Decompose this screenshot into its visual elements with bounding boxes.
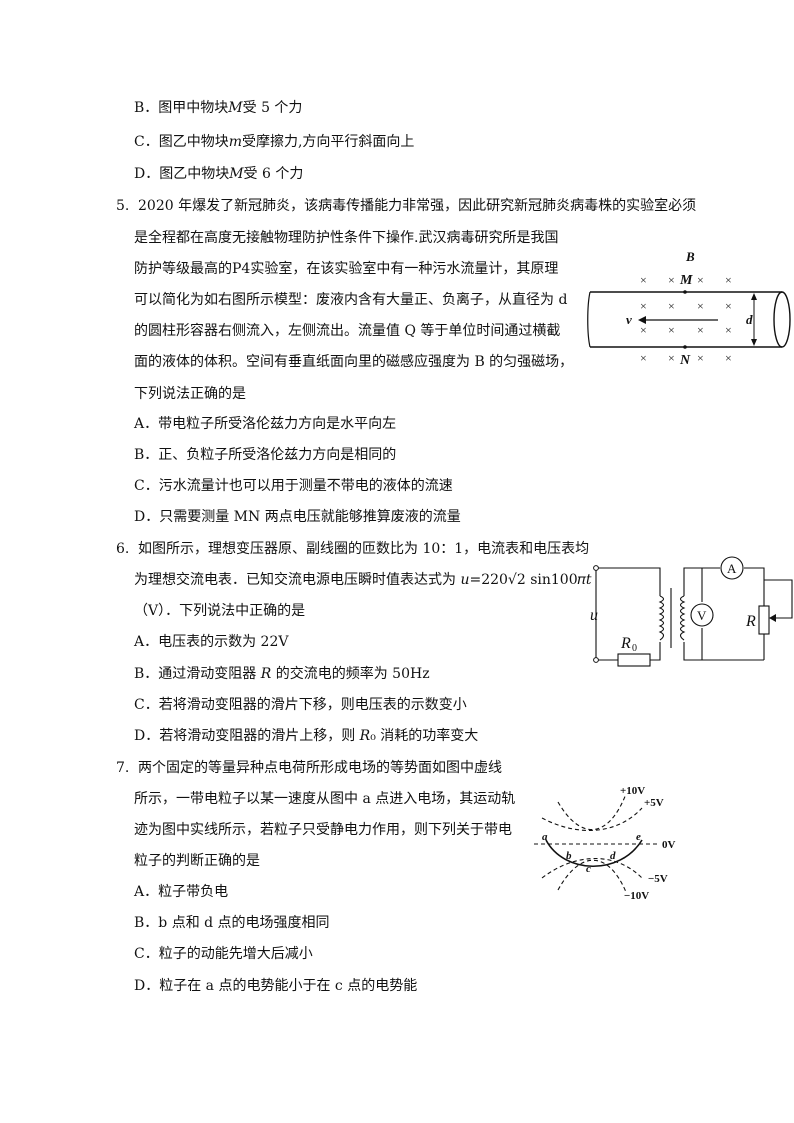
q7-point-a: a (542, 831, 548, 843)
q6-resistor-r0 (617, 653, 651, 667)
cross-mark: × (668, 351, 675, 365)
q6-transformer-circuit: u R 0 A V R (590, 556, 793, 667)
q5-pipe-left-end (587, 291, 591, 348)
q5-stem-line-3: 防护等级最高的P4实验室，在该实验室中有一种污水流量计，其原理 (134, 261, 559, 277)
q5-option-c: C．污水流量计也可以用于测量不带电的液体的流速 (134, 478, 453, 494)
q7-equipotential-minus5 (541, 858, 643, 879)
q5-field-crosses: × × × × × × × × × × × × × × × × (640, 273, 732, 365)
q6-voltmeter-label: V (697, 608, 707, 623)
q5-stem-line-1: 2020 年爆发了新冠肺炎，该病毒传播能力非常强，因此研究新冠肺炎病毒株的实验室… (138, 198, 697, 214)
q6-primary-coil (658, 595, 665, 641)
q7-label-minus10: −10V (624, 890, 649, 902)
cross-mark: × (697, 323, 704, 337)
cross-mark: × (697, 273, 704, 287)
q6-stem-line-2: 为理想交流电表．已知交流电源电压瞬时值表达式为 𝑢=220√2 sin100𝜋𝑡 (134, 572, 592, 588)
q6-stem-line-1: 如图所示，理想变压器原、副线圈的匝数比为 10：1，电流表和电压表均 (138, 541, 590, 557)
q5-pipe-walls (590, 291, 782, 348)
cross-mark: × (697, 299, 704, 313)
q7-point-e: e (636, 831, 641, 843)
q7-equipotential-figure: +10V +5V 0V −5V −10V a b c d e (534, 785, 676, 902)
cross-mark: × (640, 351, 647, 365)
q4-option-c: C．图乙中物块𝑚受摩擦力,方向平行斜面向上 (134, 134, 415, 150)
q7-particle-trajectory (545, 839, 643, 868)
q5-stem-line-4: 可以简化为如右图所示模型：废液内含有大量正、负离子，从直径为 d (134, 292, 568, 308)
cross-mark: × (668, 273, 675, 287)
q6-label-r0: R (620, 635, 631, 652)
q5-label-m: M (679, 273, 693, 288)
q5-velocity-arrowhead (638, 316, 646, 324)
q7-option-d: D．粒子在 a 点的电势能小于在 c 点的电势能 (134, 978, 418, 994)
q7-option-c: C．粒子的动能先增大后减小 (134, 946, 313, 962)
cross-mark: × (725, 299, 732, 313)
cross-mark: × (668, 299, 675, 313)
q7-stem-line-1: 两个固定的等量异种点电荷所形成电场的等势面如图中虚线 (138, 760, 502, 776)
q5-stem-line-2: 是全程都在高度无接触物理防护性条件下操作.武汉病毒研究所是我国 (134, 230, 559, 246)
q7-option-b: B．b 点和 d 点的电场强度相同 (134, 915, 330, 931)
q6-primary-right-bottom-wire (650, 642, 661, 661)
q7-point-d: d (610, 850, 616, 862)
q6-slider-arrow (769, 614, 776, 622)
q6-rheostat (758, 605, 770, 635)
q5-label-b: B (685, 249, 695, 264)
q7-equipotential-plus5 (541, 807, 643, 831)
q6-secondary-coil (679, 595, 686, 641)
q7-stem-line-3: 迹为图中实线所示，若粒子只受静电力作用，则下列关于带电 (134, 822, 512, 838)
cross-mark: × (725, 323, 732, 337)
q6-stem-line-3: （V）．下列说法中正确的是 (134, 603, 306, 619)
q6-secondary-bottom-wire (683, 642, 764, 661)
q5-diameter-arrow-down (751, 339, 757, 346)
q6-terminal-top (593, 565, 599, 571)
q6-slider-wire (764, 579, 793, 619)
q5-option-a: A．带电粒子所受洛伦兹力方向是水平向左 (134, 416, 397, 432)
q5-stem-line-7: 下列说法正确的是 (134, 386, 246, 402)
q5-label-v: v (626, 312, 632, 327)
q6-terminal-bottom (593, 657, 599, 663)
q4-option-d: D．图乙中物块𝑀受 6 个力 (134, 166, 304, 182)
q6-option-b: B．通过滑动变阻器 𝑅 的交流电的频率为 50Hz (134, 666, 430, 682)
cross-mark: × (640, 299, 647, 313)
cross-mark: × (640, 323, 647, 337)
q6-secondary-top-wire (683, 567, 720, 596)
q7-equipotential-minus10 (557, 859, 627, 893)
q5-flowmeter-figure: B × × × × × × × × × × × × × × × × M N v … (587, 249, 791, 368)
q6-label-r0-subscript: 0 (632, 643, 637, 654)
q6-label-u: u (590, 607, 598, 624)
q6-voltmeter (690, 603, 714, 627)
q7-stem-line-4: 粒子的判断正确的是 (134, 853, 260, 869)
q7-label-minus5: −5V (648, 873, 668, 885)
q7-stem-line-2: 所示，一带电粒子以某一速度从图中 a 点进入电场，其运动轨 (134, 791, 516, 807)
q5-stem-line-5: 的圆柱形容器右侧流入，左侧流出。流量值 Q 等于单位时间通过横截 (134, 323, 561, 339)
q7-label-zero: 0V (662, 839, 676, 851)
q7-point-b: b (566, 850, 572, 862)
q5-label-n: N (679, 353, 691, 368)
q7-number: 7. (116, 760, 130, 776)
q7-equipotential-plus10 (557, 793, 627, 831)
q6-option-d: D．若将滑动变阻器的滑片上移，则 𝑅₀ 消耗的功率变大 (134, 728, 479, 744)
q5-option-d: D．只需要测量 MN 两点电压就能够推算废液的流量 (134, 509, 461, 525)
q5-diameter-arrow-up (751, 293, 757, 300)
cross-mark: × (640, 273, 647, 287)
cross-mark: × (697, 351, 704, 365)
q6-ammeter (720, 556, 744, 580)
q4-option-b: B．图甲中物块𝑀受 5 个力 (134, 100, 303, 116)
q6-number: 6. (116, 541, 130, 557)
q7-label-plus10: +10V (620, 785, 645, 797)
q6-option-c: C．若将滑动变阻器的滑片下移，则电压表的示数变小 (134, 697, 467, 713)
q5-pipe-right-end (773, 291, 791, 348)
cross-mark: × (668, 323, 675, 337)
q7-point-c: c (586, 863, 591, 875)
q7-option-a: A．粒子带负电 (134, 884, 229, 900)
q6-label-r: R (745, 613, 756, 630)
q6-option-a: A．电压表的示数为 22V (134, 634, 289, 650)
cross-mark: × (725, 351, 732, 365)
q5-number: 5. (116, 198, 130, 214)
q5-stem-line-6: 面的液体的体积。空间有垂直纸面向里的磁感应强度为 B 的匀强磁场， (134, 354, 574, 370)
q7-label-plus5: +5V (644, 797, 664, 809)
q6-ammeter-right-wire (744, 567, 765, 606)
q6-primary-top-wire (596, 567, 661, 596)
q5-label-d: d (746, 312, 753, 327)
cross-mark: × (725, 273, 732, 287)
q5-option-b: B．正、负粒子所受洛伦兹力方向是相同的 (134, 447, 397, 463)
q6-ammeter-label: A (727, 561, 737, 576)
